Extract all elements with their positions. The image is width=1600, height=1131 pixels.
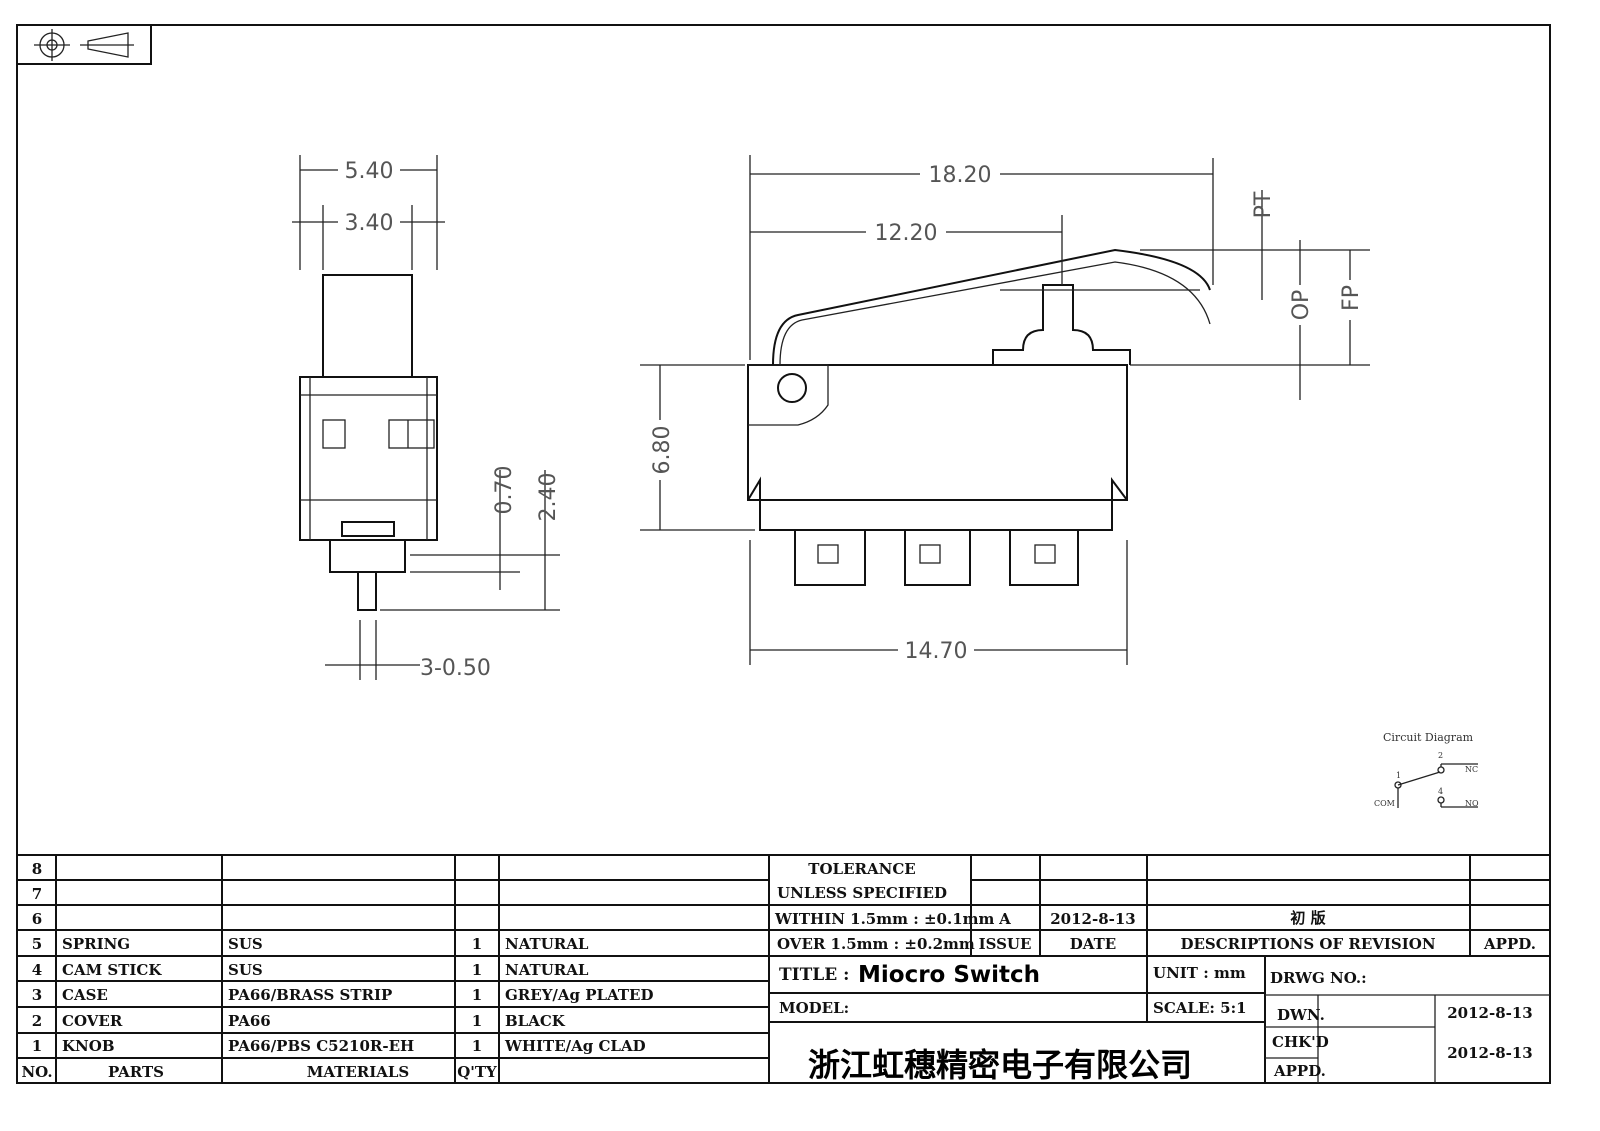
dim-pin-length: 2.40 xyxy=(536,473,561,522)
row-number: 2 xyxy=(32,1012,42,1030)
part-material: SUS xyxy=(228,961,263,979)
part-quantity: 1 xyxy=(472,1037,482,1055)
row-number: 8 xyxy=(32,860,42,878)
side-view xyxy=(292,155,560,680)
title-value: Miocro Switch xyxy=(858,962,1040,988)
row-number: 5 xyxy=(32,935,42,953)
part-name: SPRING xyxy=(62,935,130,953)
drawn-label: DWN. xyxy=(1277,1006,1325,1024)
sheet-border xyxy=(16,24,1551,1084)
no-label: NO xyxy=(1465,799,1479,808)
part-name: COVER xyxy=(62,1012,123,1030)
part-name: CAM STICK xyxy=(62,961,162,979)
scale-label: SCALE: 5:1 xyxy=(1153,999,1247,1017)
part-quantity: 1 xyxy=(472,935,482,953)
checked-label: CHK'D xyxy=(1272,1033,1329,1051)
dim-total-length: 18.20 xyxy=(929,163,992,188)
checked-date: 2012-8-13 xyxy=(1447,1044,1533,1062)
dim-body-height: 6.80 xyxy=(650,426,675,475)
part-finish: NATURAL xyxy=(505,935,589,953)
tolerance-heading: TOLERANCE xyxy=(808,860,915,878)
row-number: 1 xyxy=(32,1037,42,1055)
row-number: 6 xyxy=(32,910,42,928)
part-quantity: 1 xyxy=(472,961,482,979)
dim-side-width-inner: 3.40 xyxy=(345,211,394,236)
part-quantity: 1 xyxy=(472,986,482,1004)
dim-fp-label: FP xyxy=(1339,285,1364,311)
part-finish: BLACK xyxy=(505,1012,566,1030)
date-value: 2012-8-13 xyxy=(1050,910,1136,928)
part-finish: GREY/Ag PLATED xyxy=(505,986,654,1004)
front-view xyxy=(640,155,1370,665)
part-name: KNOB xyxy=(62,1037,115,1055)
tolerance-over: OVER 1.5mm : ±0.2mm xyxy=(777,935,975,953)
dim-op-label: OP xyxy=(1289,290,1314,321)
tolerance-within: WITHIN 1.5mm : ±0.1mm xyxy=(774,910,995,928)
projection-symbol xyxy=(16,24,152,65)
dim-body-length: 14.70 xyxy=(905,639,968,664)
part-material: PA66 xyxy=(228,1012,271,1030)
drawing-number-label: DRWG NO.: xyxy=(1270,969,1367,987)
part-material: PA66/PBS C5210R-EH xyxy=(228,1037,414,1055)
dim-actuator-position: 12.20 xyxy=(875,221,938,246)
dim-pin-offset: 0.70 xyxy=(492,466,517,515)
circuit-diagram: Circuit Diagram 1 2 4 COM NC NO xyxy=(1374,731,1479,808)
issue-label: ISSUE xyxy=(979,935,1032,953)
header-qty: Q'TY xyxy=(457,1063,497,1081)
tolerance-subheading: UNLESS SPECIFIED xyxy=(777,884,947,902)
com-label: COM xyxy=(1374,799,1395,808)
issue-value: A xyxy=(998,910,1011,928)
pin-4-label: 4 xyxy=(1438,787,1443,796)
title-label: TITLE : xyxy=(779,965,849,985)
parts-table-grid xyxy=(17,854,1550,1083)
pin-1-label: 1 xyxy=(1396,771,1401,780)
pin-2-label: 2 xyxy=(1438,751,1443,760)
header-no: NO. xyxy=(21,1063,52,1081)
row-number: 4 xyxy=(32,961,42,979)
part-finish: WHITE/Ag CLAD xyxy=(504,1037,646,1055)
row-number: 7 xyxy=(32,885,42,903)
part-name: CASE xyxy=(62,986,108,1004)
nc-label: NC xyxy=(1465,765,1478,774)
model-label: MODEL: xyxy=(779,999,849,1017)
date-label: DATE xyxy=(1070,935,1116,953)
company-name: 浙江虹穗精密电子有限公司 xyxy=(808,1046,1192,1084)
drawn-date: 2012-8-13 xyxy=(1447,1004,1533,1022)
part-material: PA66/BRASS STRIP xyxy=(228,986,392,1004)
part-quantity: 1 xyxy=(472,1012,482,1030)
part-material: SUS xyxy=(228,935,263,953)
revision-description: 初 版 xyxy=(1290,909,1325,927)
appd-label: APPD. xyxy=(1483,935,1536,953)
header-parts: PARTS xyxy=(108,1063,164,1081)
dim-pin-size: 3-0.50 xyxy=(420,656,491,681)
approved-label: APPD. xyxy=(1273,1062,1326,1080)
row-number: 3 xyxy=(32,986,42,1004)
circuit-title: Circuit Diagram xyxy=(1383,731,1474,744)
dim-side-width-outer: 5.40 xyxy=(345,159,394,184)
header-materials: MATERIALS xyxy=(307,1063,410,1081)
part-finish: NATURAL xyxy=(505,961,589,979)
dim-pt-label: PT xyxy=(1251,191,1276,218)
unit-label: UNIT : mm xyxy=(1153,964,1246,982)
descriptions-label: DESCRIPTIONS OF REVISION xyxy=(1180,935,1435,953)
